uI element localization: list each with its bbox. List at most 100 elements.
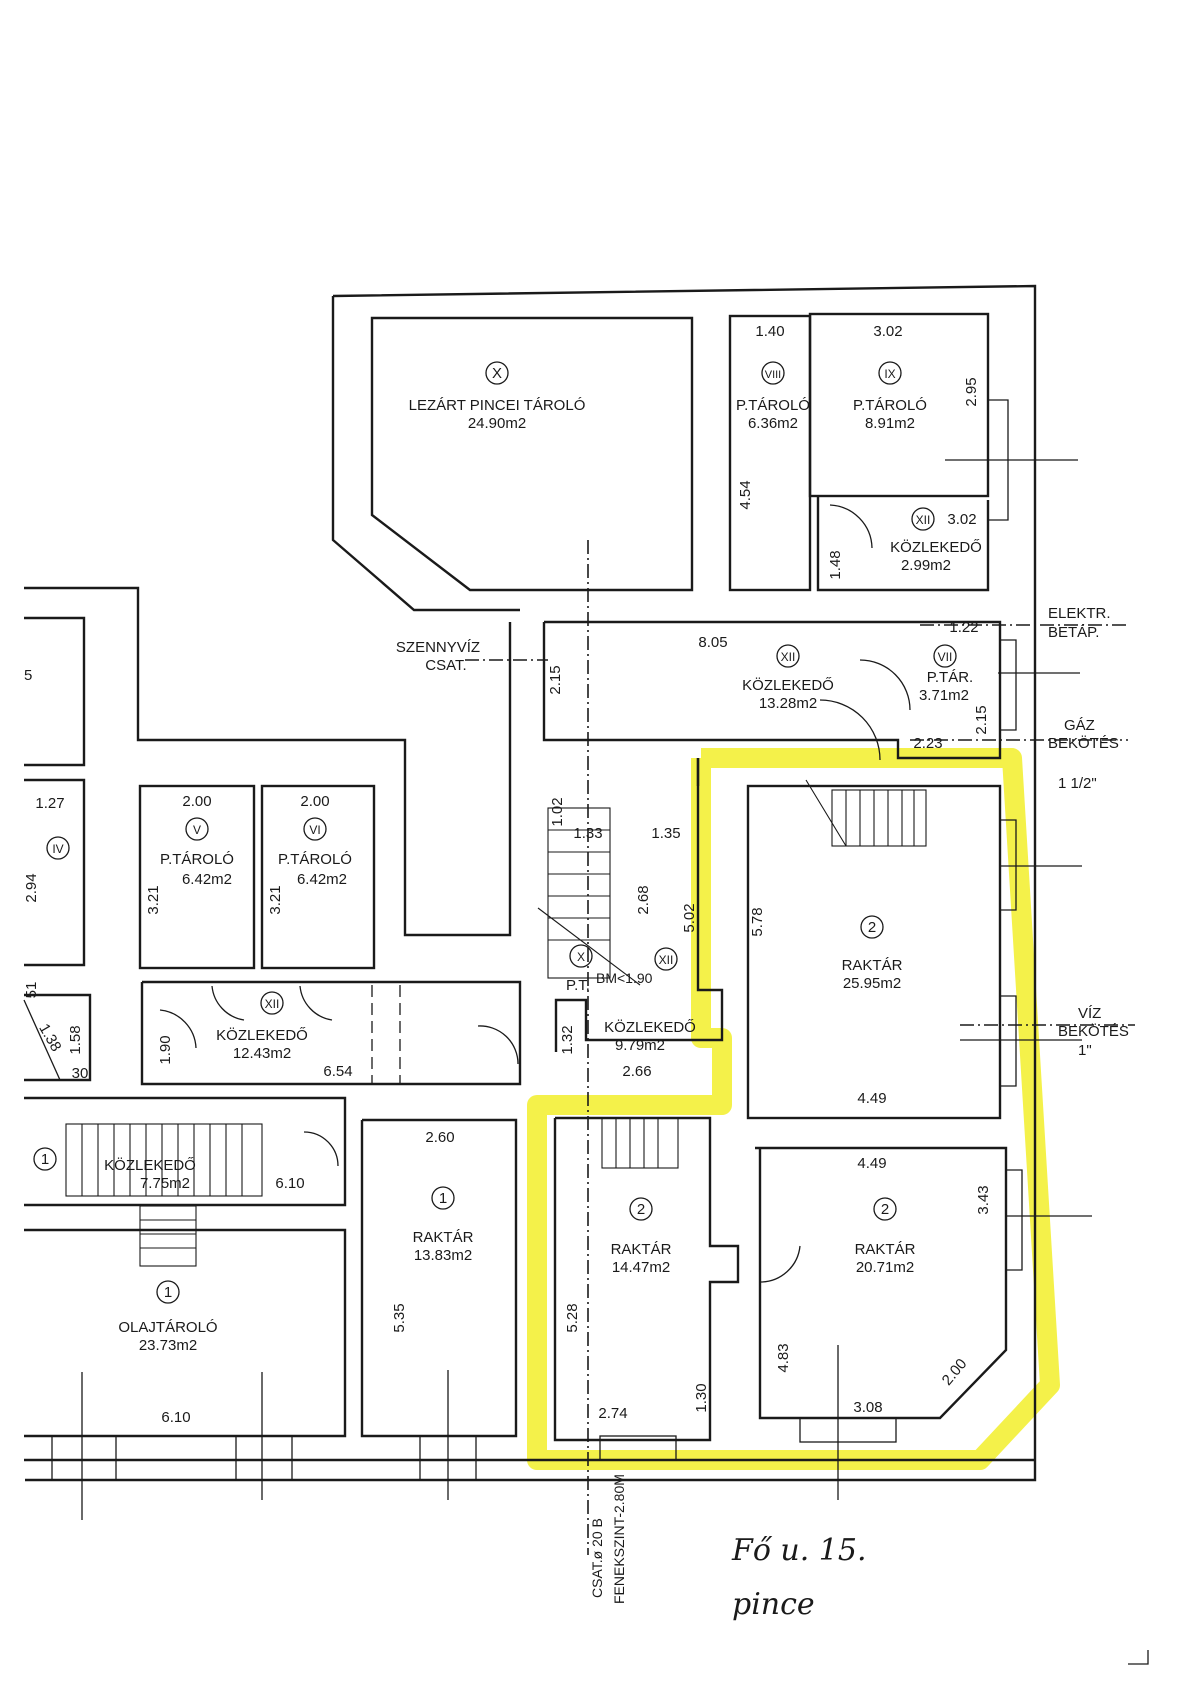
svg-text:1.33: 1.33 xyxy=(573,825,602,842)
svg-text:FENEKSZINT-2.80M: FENEKSZINT-2.80M xyxy=(611,1474,627,1604)
svg-text:1.35: 1.35 xyxy=(651,825,680,842)
svg-text:BEKÖTÉS: BEKÖTÉS xyxy=(1058,1022,1129,1040)
svg-text:5.02: 5.02 xyxy=(681,903,698,932)
svg-text:2.60: 2.60 xyxy=(425,1129,454,1146)
svg-text:P.TÁROLÓ: P.TÁROLÓ xyxy=(736,397,810,414)
svg-text:RAKTÁR: RAKTÁR xyxy=(611,1241,672,1258)
door-swings xyxy=(159,504,911,1283)
svg-text:2.00: 2.00 xyxy=(182,793,211,810)
svg-text:BM<1.90: BM<1.90 xyxy=(596,970,653,986)
svg-text:6.42m2: 6.42m2 xyxy=(182,871,232,888)
room-p-taroló-vi xyxy=(260,784,376,970)
room-p-iv xyxy=(24,778,86,967)
svg-text:VIII: VIII xyxy=(765,369,782,381)
svg-text:6.10: 6.10 xyxy=(161,1409,190,1426)
room-kozlekedo-9 xyxy=(554,758,724,1052)
svg-text:25.95m2: 25.95m2 xyxy=(843,975,901,992)
svg-text:3.21: 3.21 xyxy=(145,885,162,914)
svg-text:24.90m2: 24.90m2 xyxy=(468,415,526,432)
svg-text:6.54: 6.54 xyxy=(323,1063,352,1080)
svg-text:BEKÖTÉS: BEKÖTÉS xyxy=(1048,734,1119,752)
svg-text:6.42m2: 6.42m2 xyxy=(297,871,347,888)
svg-text:8.91m2: 8.91m2 xyxy=(865,415,915,432)
svg-text:5.78: 5.78 xyxy=(749,907,766,936)
svg-text:2: 2 xyxy=(637,1201,645,1218)
svg-text:2.99m2: 2.99m2 xyxy=(901,557,951,574)
svg-text:3.21: 3.21 xyxy=(267,885,284,914)
svg-text:3.02: 3.02 xyxy=(873,323,902,340)
room-p-taroló-ix xyxy=(808,312,990,498)
svg-text:RAKTÁR: RAKTÁR xyxy=(855,1241,916,1258)
room-badges xyxy=(33,361,957,1304)
svg-text:2.94: 2.94 xyxy=(23,873,40,902)
svg-text:3.02: 3.02 xyxy=(947,511,976,528)
svg-text:4.83: 4.83 xyxy=(775,1343,792,1372)
svg-text:IX: IX xyxy=(884,367,895,381)
svg-text:1.30: 1.30 xyxy=(693,1383,710,1412)
svg-text:1.48: 1.48 xyxy=(827,550,844,579)
svg-text:pince: pince xyxy=(732,1587,815,1622)
svg-text:KÖZLEKEDŐ: KÖZLEKEDŐ xyxy=(604,1018,696,1036)
svg-text:2.23: 2.23 xyxy=(913,735,942,752)
svg-text:P.TÁR.: P.TÁR. xyxy=(927,669,973,686)
svg-text:20.71m2: 20.71m2 xyxy=(856,1259,914,1276)
svg-text:3.71m2: 3.71m2 xyxy=(919,687,969,704)
utility-labels: SZENNYVÍZ CSAT. ELEKTR. BETÁP. GÁZ BEKÖT… xyxy=(24,605,1129,1604)
svg-text:1.32: 1.32 xyxy=(559,1025,576,1054)
svg-text:1.27: 1.27 xyxy=(35,795,64,812)
svg-text:1.58: 1.58 xyxy=(67,1025,84,1054)
svg-text:1.22: 1.22 xyxy=(949,619,978,636)
svg-text:13.83m2: 13.83m2 xyxy=(414,1247,472,1264)
svg-text:51: 51 xyxy=(23,982,40,999)
svg-text:5.28: 5.28 xyxy=(564,1303,581,1332)
svg-text:2.66: 2.66 xyxy=(622,1063,651,1080)
svg-text:2.15: 2.15 xyxy=(973,705,990,734)
svg-text:X: X xyxy=(492,365,502,382)
service-lines xyxy=(465,540,1135,1555)
svg-text:2.95: 2.95 xyxy=(963,377,980,406)
svg-text:2.74: 2.74 xyxy=(598,1405,627,1422)
svg-text:9.79m2: 9.79m2 xyxy=(615,1037,665,1054)
svg-text:1: 1 xyxy=(439,1190,447,1207)
svg-text:XII: XII xyxy=(916,513,931,527)
svg-text:30: 30 xyxy=(72,1065,89,1082)
svg-text:12.43m2: 12.43m2 xyxy=(233,1045,291,1062)
svg-text:XII: XII xyxy=(659,953,674,967)
room-p-taroló-v xyxy=(138,784,256,970)
svg-text:KÖZLEKEDŐ: KÖZLEKEDŐ xyxy=(104,1156,196,1174)
svg-text:BETÁP.: BETÁP. xyxy=(1048,624,1099,641)
svg-text:1.38: 1.38 xyxy=(35,1021,64,1055)
svg-text:RAKTÁR: RAKTÁR xyxy=(842,957,903,974)
svg-text:VI: VI xyxy=(309,823,320,837)
stair-lower xyxy=(601,1117,679,1169)
room-p-taroló-viii xyxy=(728,314,812,592)
stair-top xyxy=(805,779,927,847)
svg-text:1.40: 1.40 xyxy=(755,323,784,340)
svg-text:RAKTÁR: RAKTÁR xyxy=(413,1229,474,1246)
svg-text:8.05: 8.05 xyxy=(698,634,727,651)
svg-text:2.00: 2.00 xyxy=(939,1355,971,1388)
svg-text:13.28m2: 13.28m2 xyxy=(759,695,817,712)
svg-text:4.49: 4.49 xyxy=(857,1155,886,1172)
svg-text:1": 1" xyxy=(1078,1042,1092,1059)
room-raktar-20 xyxy=(755,1146,1008,1420)
svg-text:P.T.: P.T. xyxy=(566,977,590,994)
svg-text:VII: VII xyxy=(938,650,953,664)
window-strip xyxy=(51,1417,897,1481)
svg-text:VÍZ: VÍZ xyxy=(1078,1005,1101,1022)
room-raktar-13 xyxy=(360,1118,518,1438)
svg-text:4.49: 4.49 xyxy=(857,1090,886,1107)
stair-left xyxy=(65,1123,263,1267)
svg-text:1.90: 1.90 xyxy=(157,1035,174,1064)
room-kozlekedo-13 xyxy=(542,620,1002,760)
svg-text:4.54: 4.54 xyxy=(737,480,754,509)
svg-text:2.00: 2.00 xyxy=(300,793,329,810)
svg-text:CSAT.: CSAT. xyxy=(425,657,466,674)
svg-text:1: 1 xyxy=(41,1151,49,1168)
svg-text:ELEKTR.: ELEKTR. xyxy=(1048,605,1111,622)
stair-middle xyxy=(537,807,641,986)
svg-text:2: 2 xyxy=(881,1201,889,1218)
badge-numbers: X VIII IX XII XII VII IV V VI XII X XII … xyxy=(41,365,953,1301)
svg-text:2: 2 xyxy=(868,919,876,936)
svg-text:KÖZLEKEDŐ: KÖZLEKEDŐ xyxy=(890,538,982,556)
